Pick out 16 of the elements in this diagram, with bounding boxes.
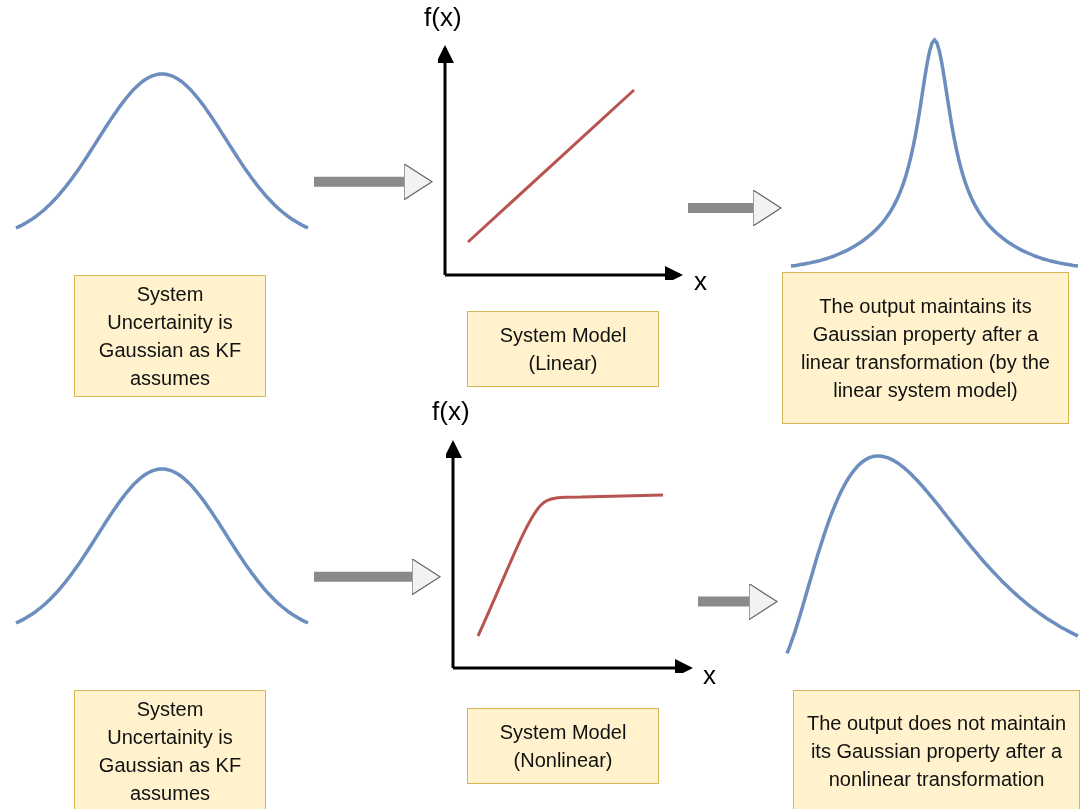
arrow [314, 163, 433, 201]
note-box: System Uncertainity is Gaussian as KF assumes [74, 275, 266, 397]
note-box: System Model (Linear) [467, 311, 659, 387]
distribution-curve-drawing [12, 70, 312, 232]
note-box: The output maintains its Gaussian property after a linear transformation (by the linear system model) [782, 272, 1069, 424]
note-box: System Uncertainity is Gaussian as KF assumes [74, 690, 266, 809]
arrow [314, 558, 441, 596]
note-box: System Model (Nonlinear) [467, 708, 659, 784]
arrow [688, 189, 782, 227]
arrow [698, 583, 778, 621]
axis-label: x [703, 660, 716, 691]
distribution-curve-drawing [12, 465, 312, 627]
axis-label: f(x) [432, 396, 470, 427]
note-box: The output does not maintain its Gaussian property after a nonlinear transformation [793, 690, 1080, 809]
axis-label: f(x) [424, 2, 462, 33]
axis-label: x [694, 266, 707, 297]
